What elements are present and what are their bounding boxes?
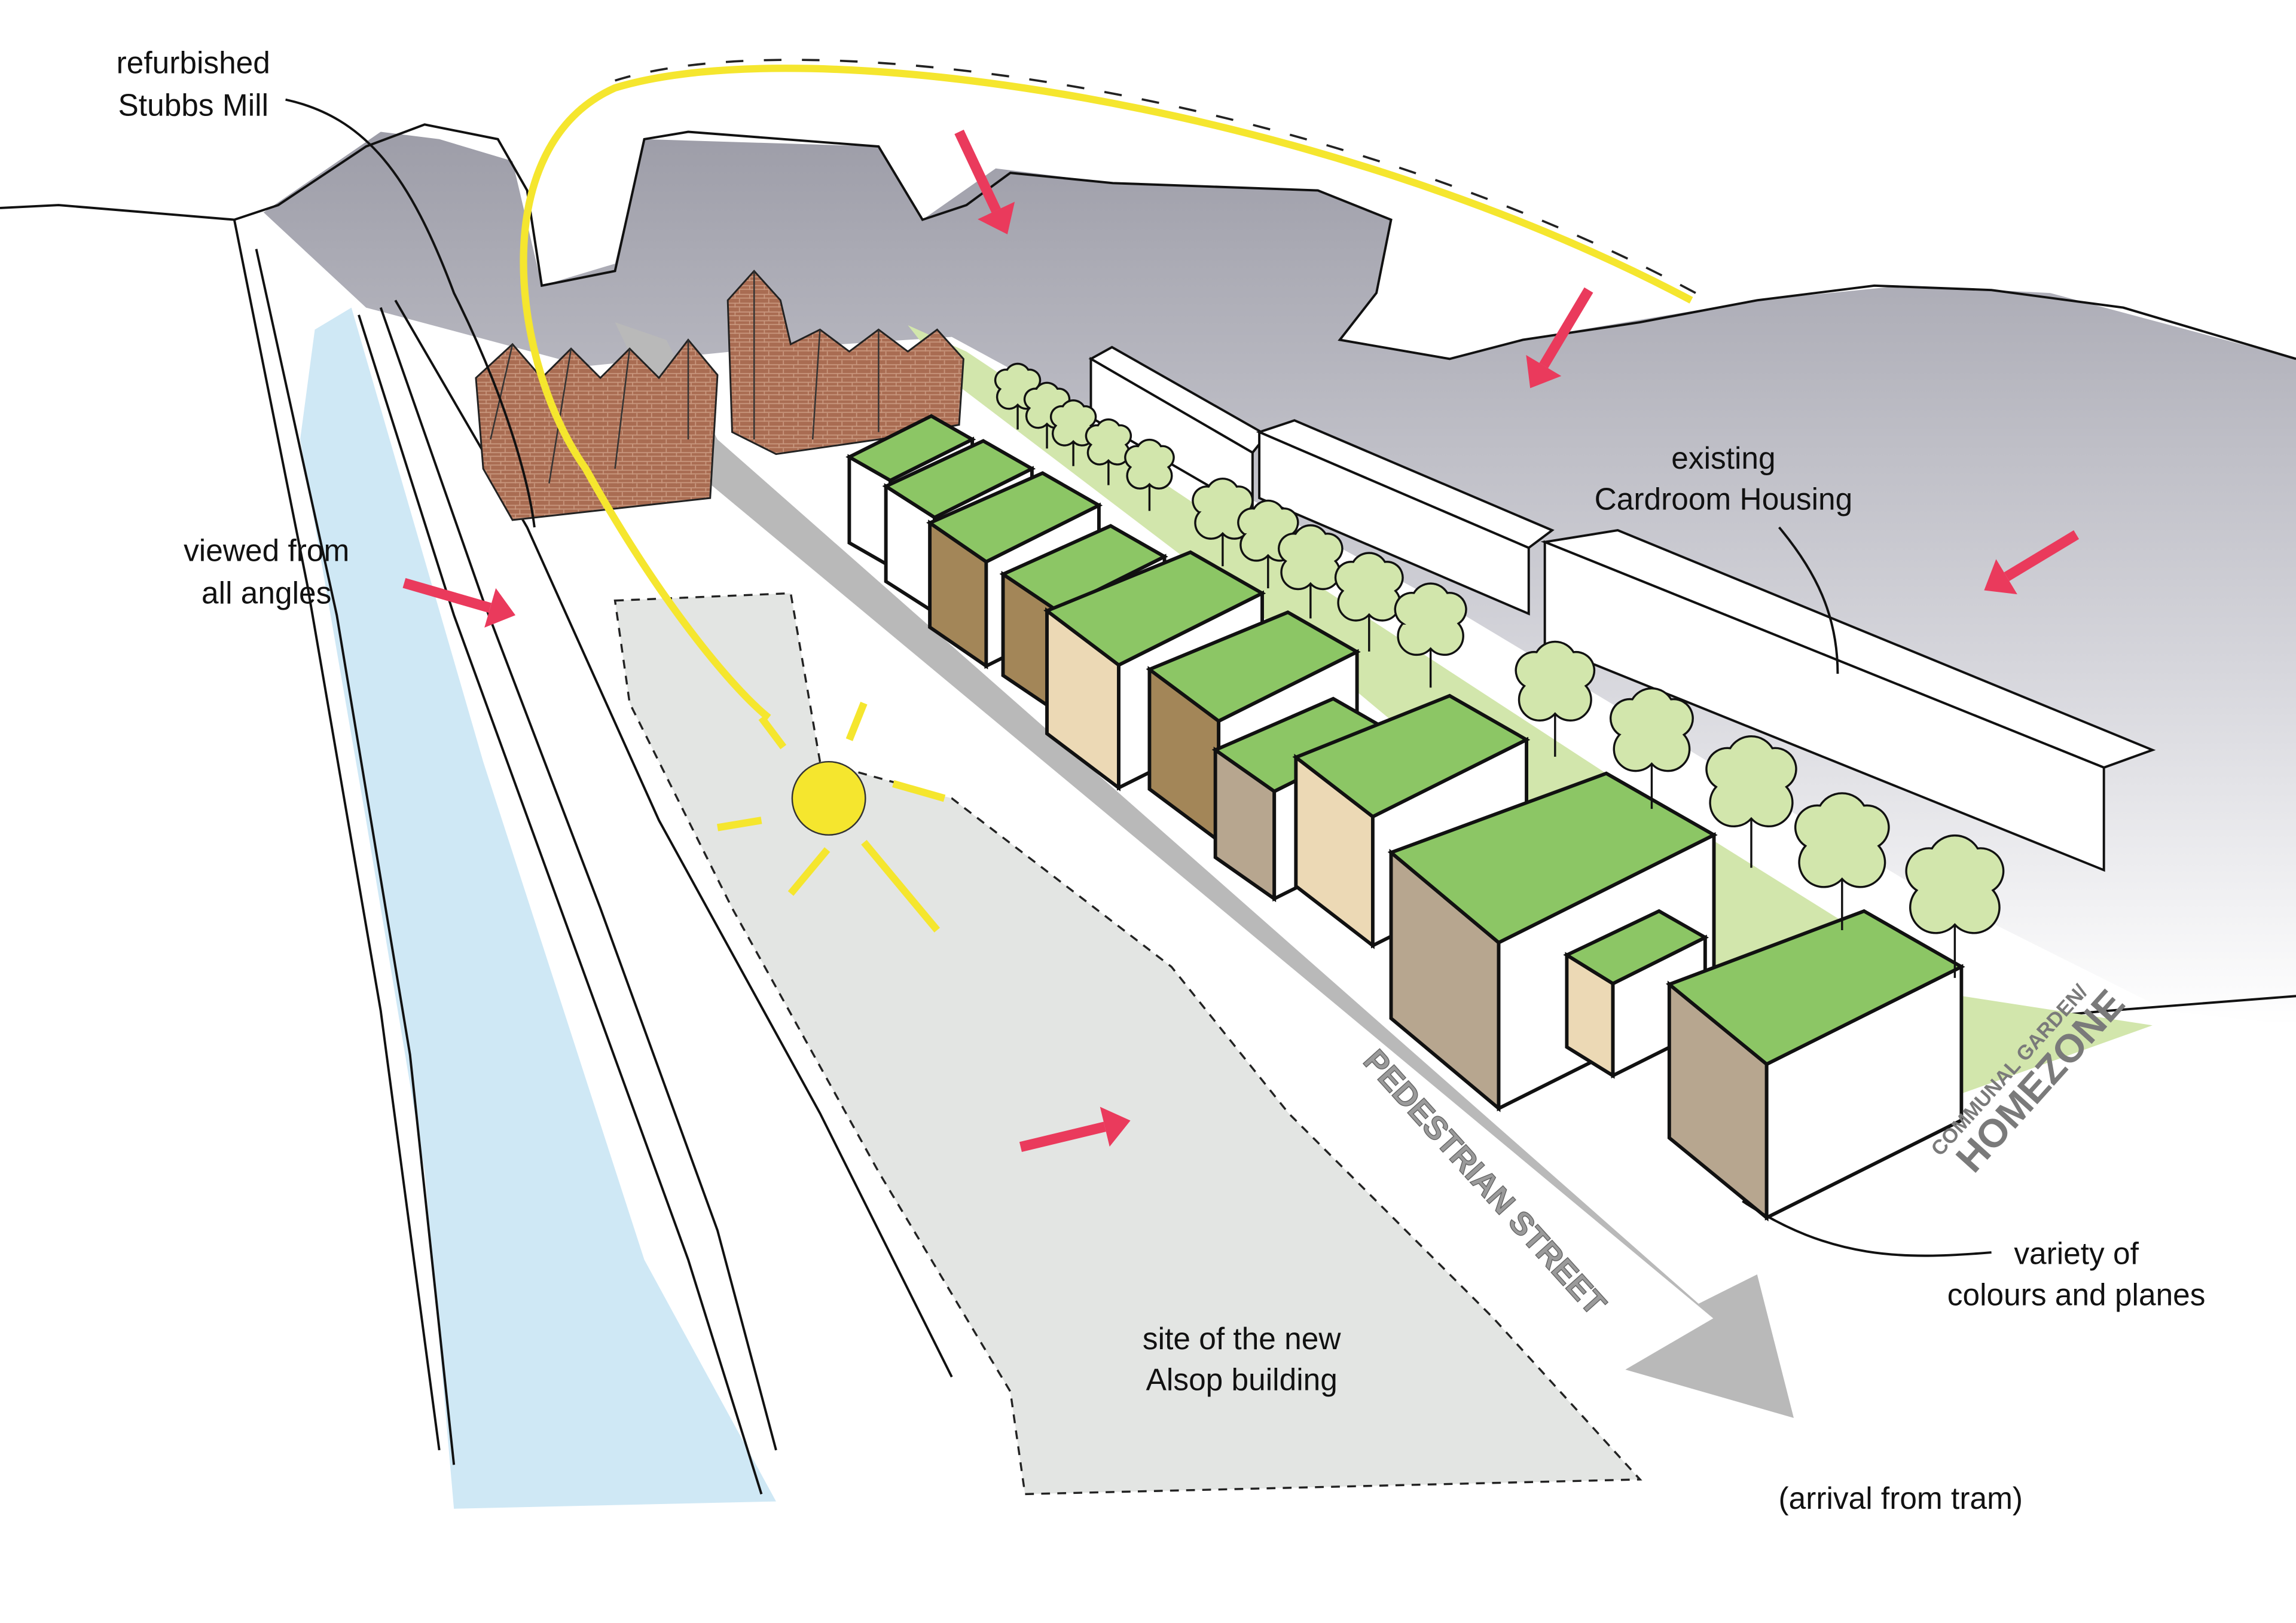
view-arrows (402, 129, 2080, 1152)
red-arrow-head-icon (1100, 1107, 1131, 1147)
red-arrow-head-icon (1526, 354, 1562, 389)
label-arrival: (arrival from tram) (1779, 1481, 2023, 1515)
red-arrow-shaft (954, 129, 1001, 213)
stubbs-mill (475, 270, 964, 521)
green-roof (999, 524, 1168, 613)
green-roof (1563, 909, 1709, 986)
tree-canopy (1905, 834, 2005, 934)
red-arrow-shaft (2004, 530, 2080, 582)
trees (994, 362, 2005, 978)
green-roof (882, 439, 1036, 519)
tree-canopy (1278, 524, 1344, 591)
svg-text:colours and planes: colours and planes (1947, 1277, 2206, 1312)
svg-text:variety of: variety of (2014, 1236, 2139, 1271)
red-arrow-shaft (1539, 287, 1593, 368)
green-roof (1043, 550, 1266, 667)
tree-canopy (1515, 640, 1596, 722)
svg-text:all angles: all angles (201, 576, 331, 610)
tree-canopy (1705, 735, 1797, 828)
red-arrow-head-icon (484, 588, 516, 628)
housing-facade (1543, 540, 2105, 872)
label-stubbs-mill: refurbished Stubbs Mill (117, 45, 270, 123)
tree-canopy (1794, 792, 1890, 888)
tree-canopy (1049, 399, 1097, 447)
svg-text:refurbished: refurbished (117, 45, 270, 80)
red-arrow-shaft (402, 578, 492, 613)
green-roof (1146, 610, 1361, 723)
tree-canopy (1610, 687, 1694, 772)
cardroom-housing (1088, 346, 2156, 872)
river-bank-lines (233, 219, 953, 1494)
svg-text:Stubbs Mill: Stubbs Mill (118, 88, 268, 123)
green-roof (1666, 909, 1965, 1066)
tree-canopy (1334, 552, 1404, 622)
svg-text:Alsop building: Alsop building (1146, 1362, 1338, 1396)
label-alsop: site of the new Alsop building (1143, 1321, 1341, 1397)
sun-path (520, 65, 1693, 721)
svg-text:Cardroom Housing: Cardroom Housing (1595, 482, 1853, 516)
new-houses (845, 414, 1965, 1222)
svg-text:viewed from: viewed from (184, 533, 349, 567)
svg-text:site of the new: site of the new (1143, 1321, 1341, 1356)
pedestrian-street-arrow[interactable] (615, 322, 1794, 1418)
housing-facade (1258, 430, 1530, 616)
red-arrow-head-icon (1984, 559, 2017, 595)
tree-canopy (1394, 582, 1467, 656)
river (300, 307, 776, 1509)
tree-canopy (1085, 418, 1132, 466)
leader-lines (285, 98, 1992, 1257)
skyline-outline (0, 123, 2296, 360)
label-variety: variety of colours and planes (1947, 1236, 2206, 1312)
green-roof (926, 471, 1103, 564)
red-arrow-head-icon (978, 201, 1015, 235)
sun-path-dashes (615, 59, 1696, 294)
label-cardroom: existing Cardroom Housing (1595, 441, 1853, 516)
green-roof (1387, 771, 1718, 945)
green-roof (845, 414, 976, 483)
tree-canopy (1124, 438, 1175, 490)
alsop-site (613, 592, 1642, 1496)
label-viewed: viewed from all angles (184, 533, 349, 610)
green-roof (1292, 693, 1531, 819)
red-arrow-shaft (1019, 1121, 1106, 1152)
svg-text:existing: existing (1671, 441, 1775, 475)
sun-icon (716, 701, 946, 933)
